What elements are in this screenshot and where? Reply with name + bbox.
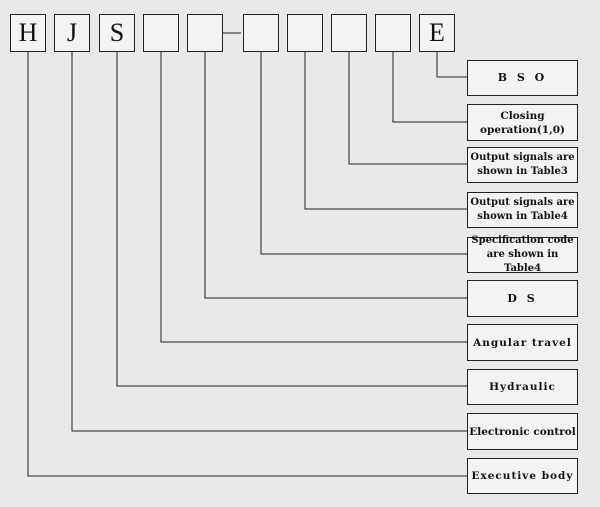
desc-ds: D S — [467, 280, 578, 317]
desc-text: B S O — [497, 71, 548, 84]
desc-text: Closing operation(1,0) — [479, 109, 566, 136]
connector-hydraulic — [116, 52, 467, 387]
code-box-blank-3 — [243, 14, 279, 52]
desc-text: Output signals are shown in Table3 — [470, 152, 575, 177]
desc-specification-code: Specification code are shown in Table4 — [467, 235, 578, 274]
desc-text: Angular travel — [473, 336, 572, 349]
connector-bso — [436, 52, 467, 78]
desc-bso: B S O — [467, 60, 578, 96]
connector-spec — [260, 52, 467, 255]
code-box-j: J — [54, 14, 90, 52]
code-box-s: S — [99, 14, 135, 52]
desc-text: Specification code are shown in Table4 — [471, 235, 574, 274]
desc-closing-operation: Closing operation(1,0) — [467, 104, 578, 141]
connector-closing — [392, 52, 467, 123]
code-box-blank-4 — [287, 14, 323, 52]
connector-executive — [27, 52, 467, 477]
desc-text: D S — [507, 291, 538, 305]
connector-angular — [160, 52, 467, 343]
desc-output-table4: Output signals are shown in Table4 — [467, 192, 578, 228]
desc-executive-body: Executive body — [467, 458, 578, 494]
code-box-e: E — [419, 14, 455, 52]
connector-output4 — [304, 52, 467, 210]
code-box-h: H — [10, 14, 46, 52]
desc-text: Executive body — [471, 470, 574, 482]
desc-angular-travel: Angular travel — [467, 324, 578, 361]
desc-electronic-control: Electronic control — [467, 413, 578, 450]
code-box-blank-1 — [143, 14, 179, 52]
code-label: J — [66, 18, 78, 47]
connector-ds — [204, 52, 467, 299]
desc-output-table3: Output signals are shown in Table3 — [467, 147, 578, 183]
desc-text: Hydraulic — [489, 381, 556, 393]
code-label: H — [18, 18, 38, 47]
connector-electronic — [71, 52, 467, 432]
desc-hydraulic: Hydraulic — [467, 369, 578, 405]
code-label: E — [429, 18, 445, 47]
desc-text: Output signals are shown in Table4 — [470, 197, 575, 222]
code-box-blank-2 — [187, 14, 223, 52]
code-box-blank-5 — [331, 14, 367, 52]
connector-output3 — [348, 52, 467, 165]
code-label: S — [109, 18, 125, 47]
desc-text: Electronic control — [469, 425, 576, 438]
code-box-blank-6 — [375, 14, 411, 52]
